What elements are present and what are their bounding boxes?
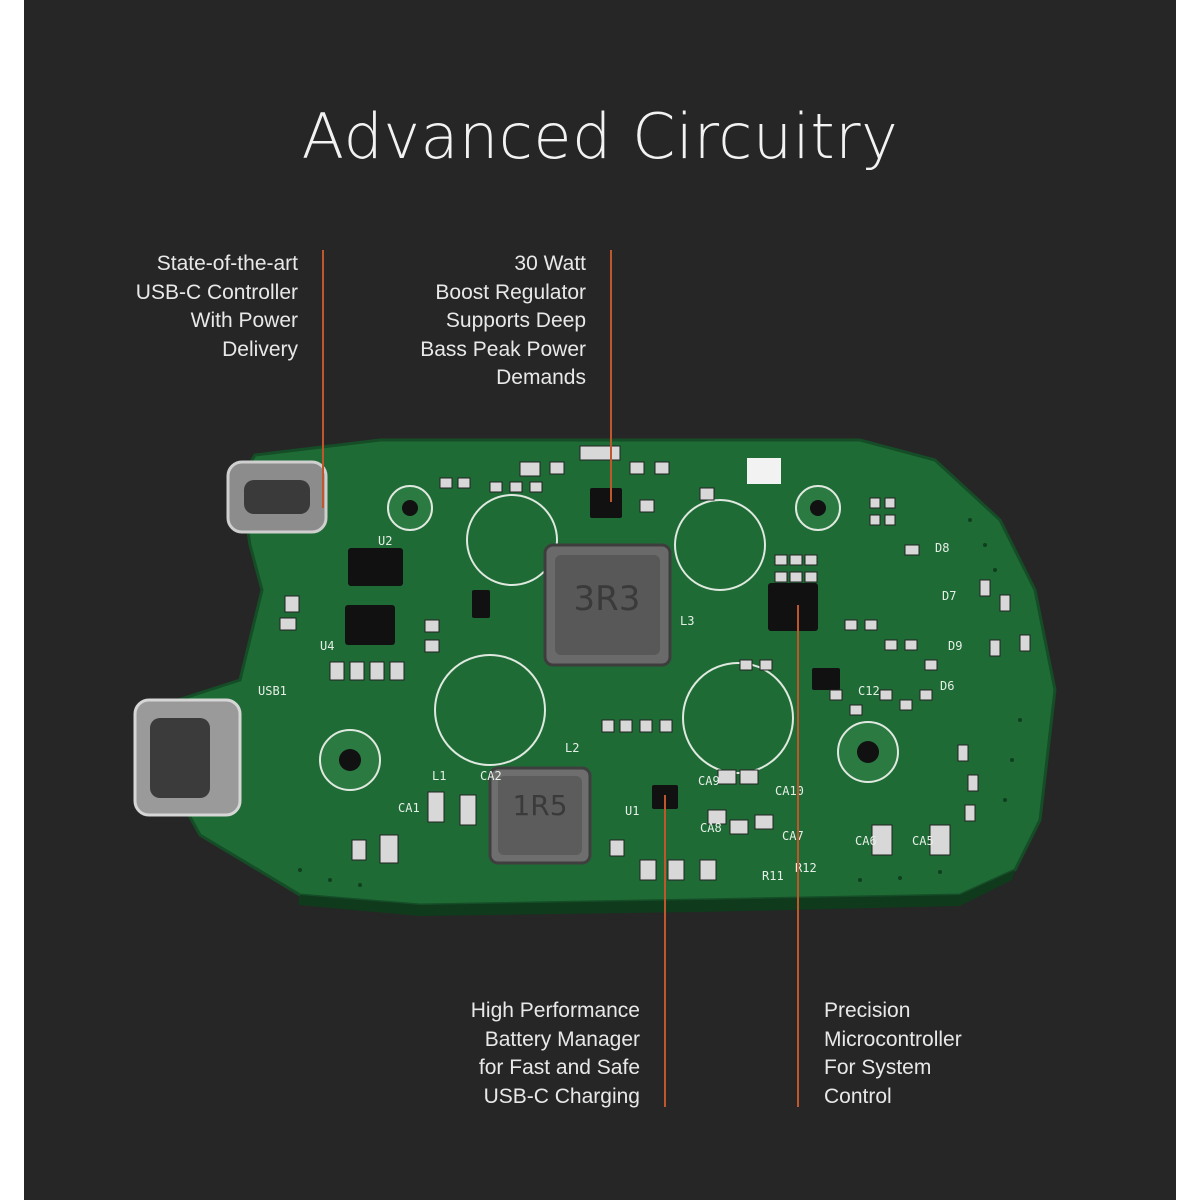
smd-components — [279, 445, 1031, 881]
label-u2: U2 — [378, 534, 392, 548]
label-l3: L3 — [680, 614, 694, 628]
label-r11: R11 — [762, 869, 784, 883]
usb-c-connector-top — [226, 460, 328, 534]
label-d9: D9 — [948, 639, 962, 653]
vias — [298, 518, 1022, 887]
label-d6: D6 — [940, 679, 954, 693]
label-ca1: CA1 — [398, 801, 420, 815]
callout-microcontroller: Precision Microcontroller For System Con… — [824, 999, 962, 1108]
label-l2: L2 — [565, 741, 579, 755]
inductor-main: 3R3 — [543, 543, 672, 667]
label-ca6: CA6 — [855, 834, 877, 848]
inductor-main-label: 3R3 — [574, 579, 641, 619]
inductor-small: 1R5 — [488, 766, 592, 865]
page-title: Advanced Circuitry — [301, 100, 899, 173]
esd-sticker — [747, 458, 781, 484]
label-ca7: CA7 — [782, 829, 804, 843]
inductor-small-label: 1R5 — [512, 789, 567, 822]
label-usb1: USB1 — [258, 684, 287, 698]
leader-line-battery-manager — [664, 795, 666, 1107]
silkscreen-labels: L3 L2 L1 U1 U2 U4 USB1 CA1 CA2 CA6 CA5 C… — [258, 534, 962, 883]
contact-pads — [434, 494, 794, 774]
callout-usb-c-controller: State-of-the-art USB-C Controller With P… — [135, 252, 298, 361]
leader-line-microcontroller — [797, 605, 799, 1107]
leader-line-boost-regulator — [610, 250, 612, 502]
label-ca5: CA5 — [912, 834, 934, 848]
leader-line-usb-c-controller — [322, 250, 324, 508]
label-d7: D7 — [942, 589, 956, 603]
callout-boost-regulator: 30 Watt Boost Regulator Supports Deep Ba… — [420, 252, 586, 389]
label-d8: D8 — [935, 541, 949, 555]
label-ca2: CA2 — [480, 769, 502, 783]
label-c12: C12 — [858, 684, 880, 698]
ic-chips — [345, 488, 840, 809]
callout-battery-manager: High Performance Battery Manager for Fas… — [470, 999, 640, 1108]
label-ca8: CA8 — [700, 821, 722, 835]
label-u1: U1 — [625, 804, 639, 818]
usb-c-connector-bottom — [133, 698, 242, 817]
label-ca10: CA10 — [775, 784, 804, 798]
label-ca9: CA9 — [698, 774, 720, 788]
mounting-holes — [319, 485, 899, 791]
label-r12: R12 — [795, 861, 817, 875]
label-l1: L1 — [432, 769, 446, 783]
label-u4: U4 — [320, 639, 334, 653]
